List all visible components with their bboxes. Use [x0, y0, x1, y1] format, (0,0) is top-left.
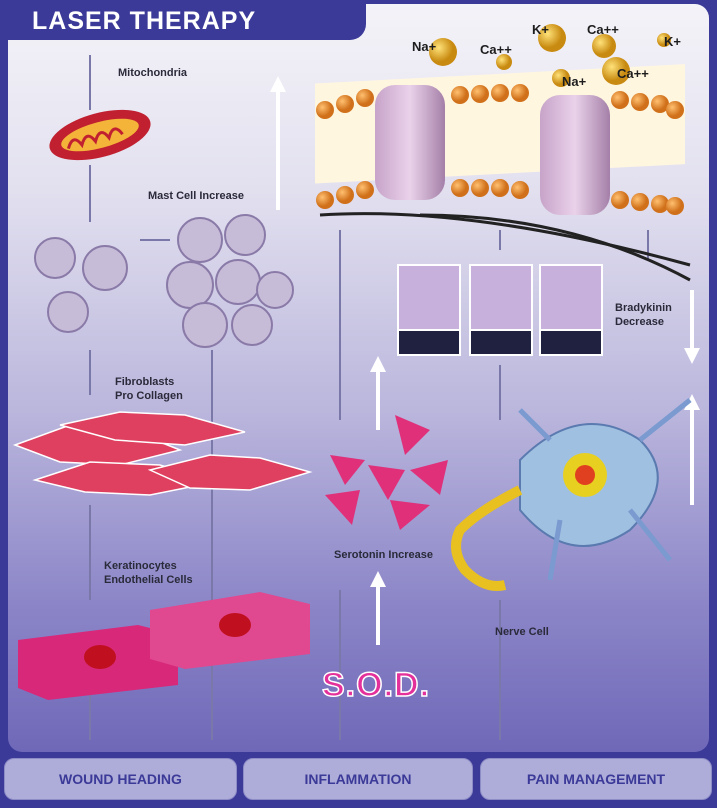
- sod-label: S.O.D.: [321, 665, 431, 705]
- serotonin-icon: [325, 415, 448, 530]
- decrease-label: Decrease: [615, 316, 664, 328]
- endothelial-label: Endothelial Cells: [104, 574, 193, 586]
- nerve-cell-icon: [451, 398, 692, 591]
- category-pain-management[interactable]: PAIN MANAGEMENT: [480, 758, 712, 800]
- mast-cells-icon: [34, 214, 294, 348]
- mitochondria-icon: [49, 109, 151, 161]
- bradykinin-label: Bradykinin: [615, 302, 672, 314]
- channel-frames-icon: [397, 264, 603, 356]
- ions-icon: [429, 24, 671, 87]
- flow-arrows: [89, 55, 649, 740]
- up-arrows: [270, 76, 700, 645]
- ion-label: K+: [664, 34, 681, 49]
- ion-label: Ca++: [587, 22, 619, 37]
- ion-label: Na+: [562, 74, 587, 89]
- mast-cell-label: Mast Cell Increase: [148, 190, 244, 202]
- ion-channel-icon: [540, 95, 610, 215]
- ion-label: Ca++: [480, 42, 512, 57]
- keratinocytes-icon: [18, 592, 310, 700]
- pro-collagen-label: Pro Collagen: [115, 390, 183, 402]
- keratinocytes-label: Keratinocytes: [104, 560, 177, 572]
- fibroblasts-label: Fibroblasts: [115, 376, 175, 388]
- category-wound-healing[interactable]: WOUND HEADING: [4, 758, 237, 800]
- membrane-icon: [315, 64, 691, 282]
- ion-label: K+: [532, 22, 549, 37]
- ion-channel-icon: [375, 85, 445, 200]
- mitochondria-label: Mitochondria: [118, 67, 188, 79]
- ion-label: Na+: [412, 39, 437, 54]
- serotonin-label: Serotonin Increase: [334, 549, 434, 561]
- page-title: LASER THERAPY: [0, 0, 366, 40]
- nerve-cell-label: Nerve Cell: [495, 626, 549, 638]
- category-inflammation[interactable]: INFLAMMATION: [243, 758, 473, 800]
- ion-label: Ca++: [617, 66, 649, 81]
- fibroblasts-icon: [12, 411, 313, 496]
